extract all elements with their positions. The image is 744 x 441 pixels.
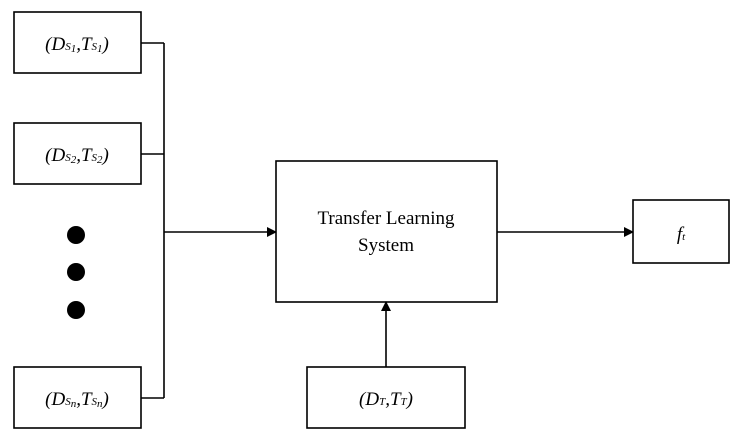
source-box-1: (DS1,TS1)	[13, 11, 142, 74]
ellipsis-dot-2	[67, 263, 85, 281]
source-label-1: (DS1,TS1)	[45, 34, 109, 55]
system-label-line1: Transfer Learning	[317, 208, 455, 229]
transfer-learning-system-box: Transfer Learning System	[275, 160, 498, 303]
target-domain-box: (DT,TT)	[306, 366, 466, 429]
source-box-2: (DS2,TS2)	[13, 122, 142, 185]
system-label-line2: System	[358, 235, 414, 256]
source-label-2: (DS2,TS2)	[45, 145, 109, 166]
source-label-n: (DSn,TSn)	[45, 389, 109, 410]
target-label: (DT,TT)	[359, 389, 413, 410]
source-box-n: (DSn,TSn)	[13, 366, 142, 429]
ellipsis-dots	[67, 226, 85, 319]
ellipsis-dot-1	[67, 226, 85, 244]
source-connectors	[141, 42, 277, 399]
output-box: ft	[632, 199, 730, 264]
output-label: ft	[677, 224, 686, 245]
ellipsis-dot-3	[67, 301, 85, 319]
